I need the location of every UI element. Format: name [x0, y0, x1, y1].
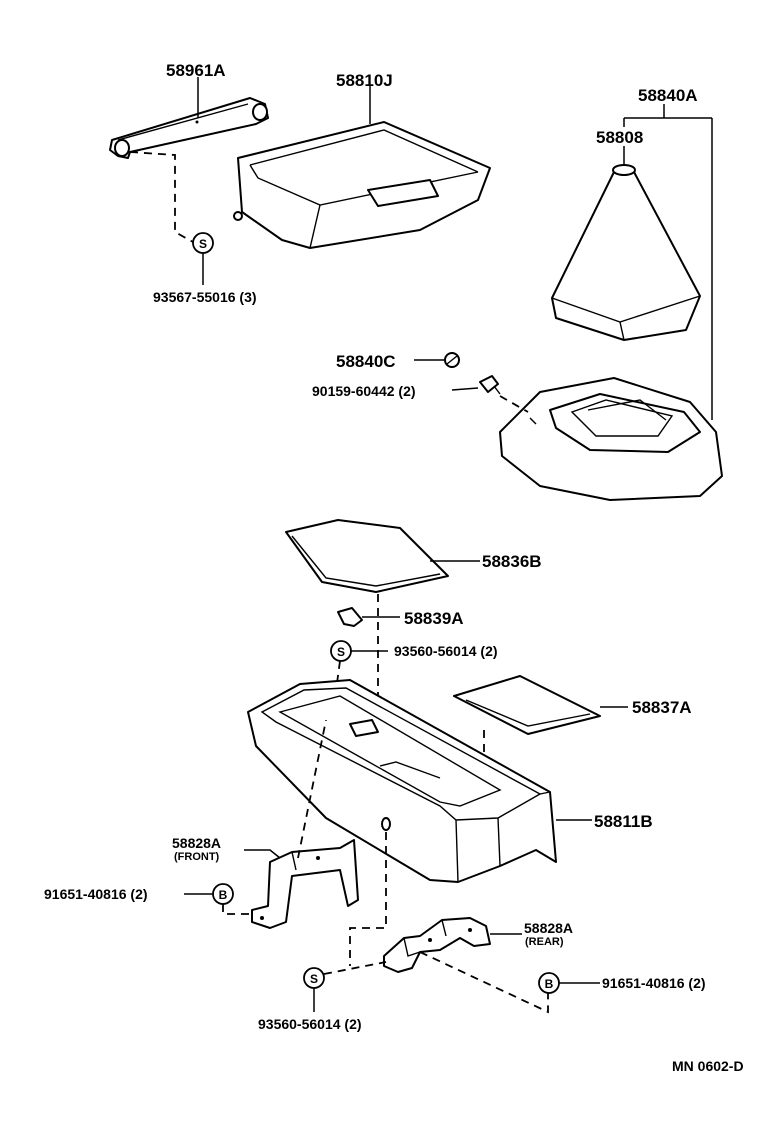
symbol-s-93560-lower: S — [303, 967, 325, 989]
label-front-note: (FRONT) — [174, 851, 220, 863]
label-58810J: 58810J — [336, 71, 393, 90]
bracket-58961A — [109, 97, 269, 159]
symbol-s-93560-upper: S — [330, 640, 352, 662]
label-91651-40816-right: 91651-40816 (2) — [602, 975, 706, 991]
label-58811B: 58811B — [594, 812, 653, 831]
symbol-b-91651-left: B — [212, 883, 234, 905]
dash-91651-left — [222, 904, 252, 915]
label-58837A: 58837A — [632, 698, 692, 717]
label-93560-56014-lower: 93560-56014 (2) — [258, 1016, 362, 1032]
svg-text:S: S — [310, 972, 318, 986]
symbol-b-91651-right: B — [538, 972, 560, 994]
dash-58828A-rear — [349, 832, 387, 966]
label-58839A: 58839A — [404, 609, 464, 628]
diagram-code: MN 0602-D — [672, 1058, 744, 1074]
catch-58839A — [337, 607, 363, 627]
bezel-shift — [499, 377, 723, 501]
bracket-58828A-front — [251, 839, 359, 929]
label-58828A-rear: 58828A — [524, 920, 573, 936]
dash-58961A — [129, 151, 194, 243]
label-93560-56014-upper: 93560-56014 (2) — [394, 643, 498, 659]
clip-58840C — [444, 352, 460, 368]
leader-58840A — [623, 104, 713, 420]
boot-58808 — [551, 164, 701, 341]
dash-90159 — [499, 395, 529, 413]
label-rear-note: (REAR) — [525, 936, 564, 948]
label-58961A: 58961A — [166, 61, 226, 80]
label-58828A-front: 58828A — [172, 835, 221, 851]
symbol-s-93567: S — [192, 232, 214, 254]
svg-text:S: S — [199, 237, 207, 251]
svg-text:B: B — [545, 977, 554, 991]
tray-58810J — [233, 121, 491, 249]
leader-58828A-front — [244, 849, 281, 859]
dash-58828A-front — [297, 719, 327, 859]
dash-91651-right — [419, 951, 549, 1014]
label-58808: 58808 — [596, 128, 643, 147]
console-58811B — [247, 679, 557, 883]
label-91651-40816-left: 91651-40816 (2) — [44, 886, 148, 902]
bracket-58828A-rear — [383, 917, 491, 973]
label-58836B: 58836B — [482, 552, 542, 571]
dash-93560-lower — [323, 961, 387, 975]
label-58840A: 58840A — [638, 86, 698, 105]
label-58840C: 58840C — [336, 352, 396, 371]
label-90159-60442: 90159-60442 (2) — [312, 383, 416, 399]
leader-90159 — [451, 387, 479, 391]
pad-58837A — [453, 675, 601, 735]
svg-text:S: S — [337, 645, 345, 659]
svg-text:B: B — [219, 888, 228, 902]
panel-58836B — [285, 519, 449, 593]
label-93567-55016: 93567-55016 (3) — [153, 289, 257, 305]
screw-90159 — [479, 375, 501, 395]
